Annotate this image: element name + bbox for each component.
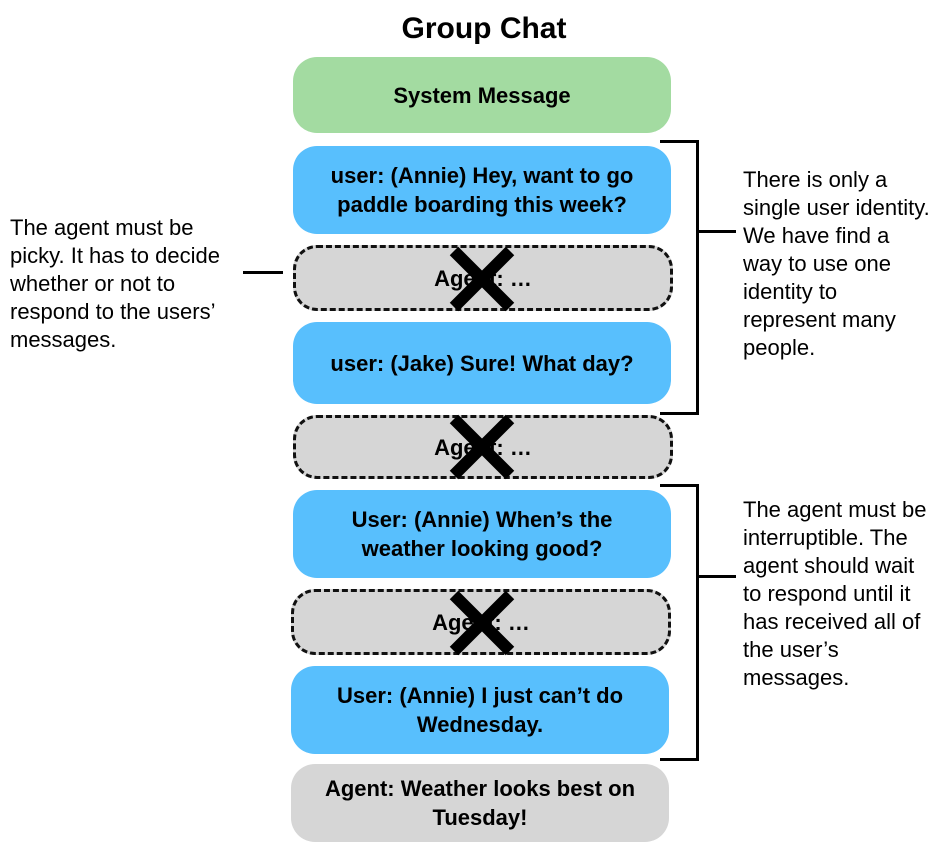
note-right-top: There is only a single user identity. We…	[743, 167, 930, 360]
system-message-text: System Message	[393, 82, 571, 108]
bracket-top	[660, 140, 699, 415]
agent-reply-text: Agent: Weather looks best on Tuesday!	[324, 776, 636, 830]
bracket-top-tick	[696, 230, 736, 233]
user-message-text: User: (Annie) I just can’t do Wednesday.	[336, 683, 624, 737]
cross-icon	[449, 246, 515, 312]
diagram-title: Group Chat	[401, 12, 567, 45]
user-message-text: User: (Annie) When’s the weather looking…	[351, 507, 613, 561]
user-message-jake: user: (Jake) Sure! What day?	[293, 322, 671, 404]
user-message-annie-1: user: (Annie) Hey, want to go paddle boa…	[293, 146, 671, 234]
left-pointer	[243, 271, 283, 274]
cross-icon	[449, 590, 515, 656]
user-message-annie-3: User: (Annie) I just can’t do Wednesday.	[291, 666, 669, 754]
user-message-text: user: (Annie) Hey, want to go paddle boa…	[330, 163, 634, 217]
note-right-bottom: The agent must be interruptible. The age…	[743, 497, 927, 690]
bracket-bottom	[660, 484, 699, 761]
agent-reply: Agent: Weather looks best on Tuesday!	[291, 764, 669, 842]
user-message-text: user: (Jake) Sure! What day?	[330, 350, 634, 376]
cross-icon	[449, 414, 515, 480]
bracket-bottom-tick	[696, 575, 736, 578]
user-message-annie-2: User: (Annie) When’s the weather looking…	[293, 490, 671, 578]
skipped-agent-message-1: Agent: …	[293, 245, 673, 311]
system-message: System Message	[293, 57, 671, 133]
note-left: The agent must be picky. It has to decid…	[10, 215, 220, 352]
